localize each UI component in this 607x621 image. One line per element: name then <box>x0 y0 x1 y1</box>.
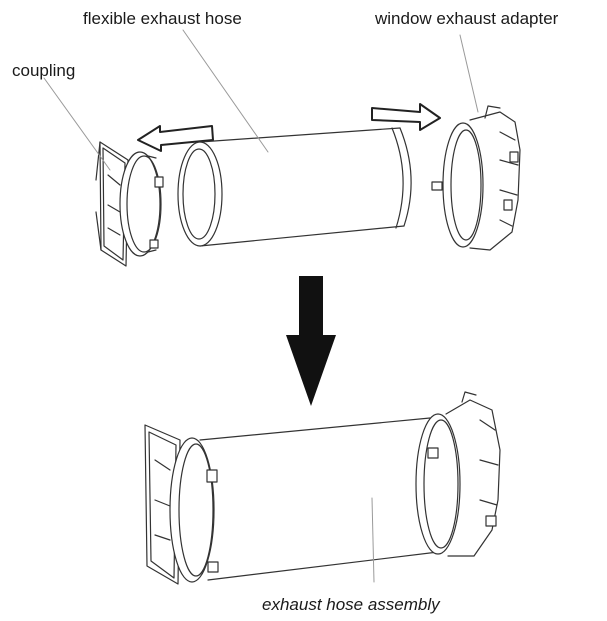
leader-hose <box>182 29 269 153</box>
label-exhaust-hose-assembly: exhaust hose assembly <box>262 595 440 614</box>
leader-adapter <box>459 34 479 113</box>
right-direction-arrow <box>371 103 441 131</box>
leader-coupling <box>43 77 111 171</box>
coupling-part <box>95 141 164 267</box>
label-window-exhaust-adapter: window exhaust adapter <box>375 9 559 28</box>
assembly-part <box>144 391 501 585</box>
leader-assembly <box>371 497 375 583</box>
down-arrow <box>286 276 336 406</box>
flexible-hose-part <box>177 127 412 247</box>
leader-lines <box>43 29 479 583</box>
label-coupling: coupling <box>12 61 76 80</box>
window-adapter-part <box>431 105 521 251</box>
label-flexible-exhaust-hose: flexible exhaust hose <box>83 9 242 28</box>
left-direction-arrow <box>137 125 214 152</box>
